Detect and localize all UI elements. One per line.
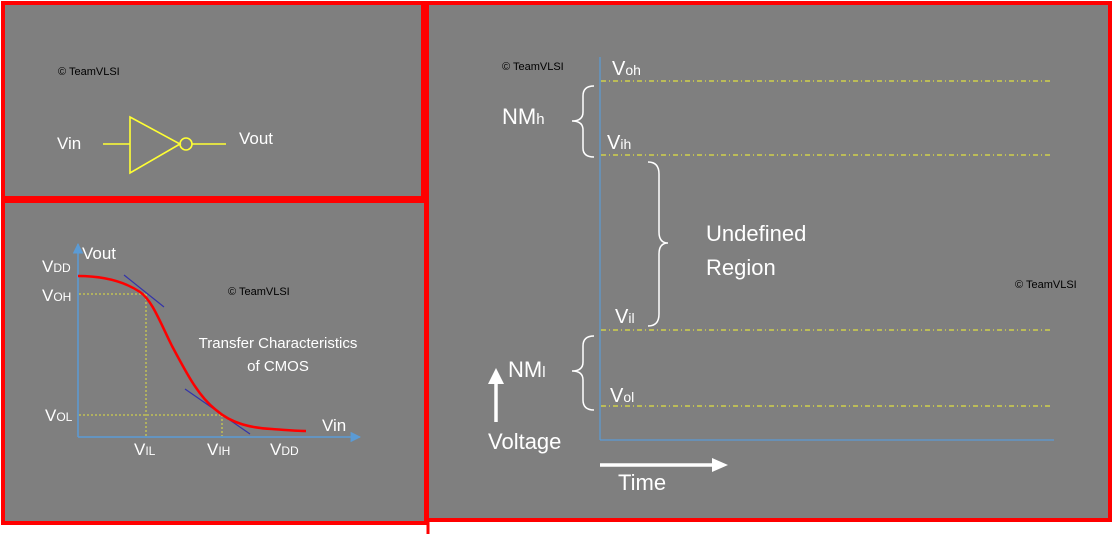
noise-margin-panel [425,1,1112,522]
inverter-input-label: Vin [57,134,81,153]
vtc-caption-line2: of CMOS [247,358,309,375]
vtc-vdd-x-label: VDD [270,440,299,459]
watermark-vtc: © TeamVLSI [228,286,290,298]
undefined-brace-icon [647,161,669,327]
time-axis-label: Time [618,470,666,495]
undefined-region-line1: Undefined [706,221,806,246]
vtc-caption-line1: Transfer Characteristics [199,335,358,352]
watermark-nm-top: © TeamVLSI [502,61,564,73]
vtc-x-axis-label: Vin [322,416,346,435]
vtc-vol-label: VOL [45,406,73,425]
vtc-vil-label: VIL [134,440,156,459]
vtc-vih-label: VIH [207,440,230,459]
nml-brace-icon [571,335,595,411]
nmh-brace-icon [571,85,595,158]
inverter-output-label: Vout [239,129,273,148]
nml-label: NMl [508,357,546,382]
nm-level-lines [601,80,1050,407]
vtc-y-axis-label: Vout [82,244,116,263]
voltage-axis-label: Voltage [488,429,561,454]
watermark-inverter: © TeamVLSI [58,66,120,78]
watermark-nm-right: © TeamVLSI [1015,279,1077,291]
nm-voh-label: Voh [612,58,641,80]
inverter-gate-icon [103,115,226,175]
vtc-transfer-curve [77,274,307,433]
vtc-panel [1,199,428,525]
vtc-vdd-y-label: VDD [42,257,71,276]
nm-vih-label: Vih [607,132,631,154]
nmh-label: NMh [502,104,545,129]
time-right-arrow-icon [600,458,728,472]
vtc-tangent-vil [123,274,165,308]
undefined-region-line2: Region [706,255,776,280]
nm-vil-label: Vil [615,306,635,328]
nm-vol-label: Vol [610,385,634,407]
voltage-up-arrow-icon [488,368,504,422]
vtc-guide-lines [79,293,223,436]
vtc-voh-label: VOH [42,286,71,305]
inverter-panel [1,1,425,200]
